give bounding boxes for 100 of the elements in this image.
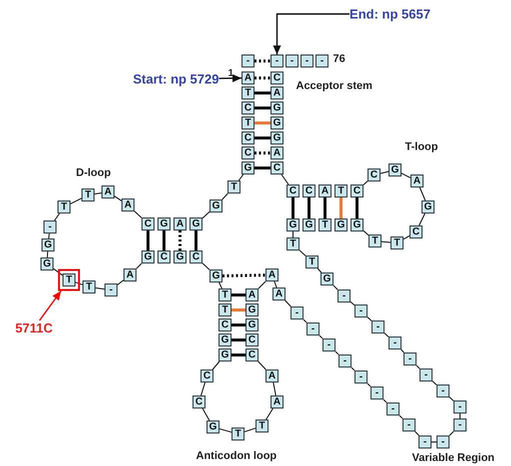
backbone-line (317, 268, 322, 273)
backbone-line (136, 263, 142, 269)
nucleotide-box: - (338, 290, 350, 302)
base-pair-line (194, 230, 198, 250)
nucleotide-box: T (318, 218, 332, 232)
nucleotide-box: G (286, 218, 300, 232)
backbone-line (244, 428, 256, 432)
backbone-line (363, 230, 369, 236)
backbone-line (351, 367, 355, 371)
backbone-line (212, 361, 220, 370)
nucleotide-box: - (354, 304, 368, 318)
nucleotide-box: - (454, 400, 466, 414)
arrow (219, 74, 242, 82)
nucleotide-box: A (272, 288, 286, 300)
nucleotide-box: - (316, 54, 328, 68)
nucleotide-box: T (82, 280, 96, 294)
nucleotide-box: A (270, 146, 284, 160)
nucleotide-box: C (410, 226, 422, 238)
backbone-line (218, 282, 222, 289)
backbone-line (238, 174, 244, 181)
backbone-line (274, 281, 278, 288)
nucleotide-box: G (206, 420, 220, 434)
nucleotide-box: - (44, 220, 56, 234)
nucleotide-box: - (454, 418, 466, 432)
backbone-line (418, 213, 426, 226)
nucleotide-box: G (350, 218, 364, 232)
backbone-line (400, 349, 404, 353)
base-pair-line (222, 274, 266, 278)
nucleotide-box: T (82, 188, 94, 202)
base-pair-line (232, 308, 246, 312)
nucleotide-box: A (270, 86, 284, 100)
nucleotide-box: A (270, 396, 284, 408)
mutation-label: 5711C (15, 320, 53, 336)
nucleotide-box: - (270, 54, 284, 68)
nucleotide-box: - (322, 338, 336, 352)
backbone-line (272, 382, 276, 396)
base-pair-line (254, 152, 270, 154)
nucleotide-box: A (124, 268, 136, 282)
nucleotide-box: G (158, 218, 170, 230)
nucleotide-box: - (306, 322, 320, 336)
nucleotide-box: C (302, 184, 316, 198)
nucleotide-box: C (286, 184, 300, 198)
nucleotide-box: C (350, 184, 364, 198)
nucleotide-box: T (390, 236, 404, 250)
backbone-line (303, 319, 307, 323)
nucleotide-box: G (174, 250, 186, 264)
nucleotide-box: G (246, 318, 258, 332)
base-pair-line (340, 198, 342, 218)
nucleotide-box: G (388, 164, 402, 176)
region-label: Acceptor stem (296, 80, 372, 92)
nucleotide-box: T (58, 200, 70, 214)
backbone-line (70, 198, 82, 204)
nucleotide-box: G (422, 200, 434, 214)
position-number: 76 (333, 53, 346, 65)
nucleotide-box: T (256, 420, 268, 432)
backbone-line (401, 172, 411, 178)
base-pair-line (254, 166, 270, 170)
backbone-line (117, 280, 124, 286)
nucleotide-box: G (218, 348, 232, 362)
backbone-line (292, 231, 294, 238)
backbone-line (383, 399, 387, 403)
nucleotide-box: G (40, 258, 54, 270)
backbone-line (266, 408, 274, 420)
nucleotide-box: C (270, 72, 284, 84)
nucleotide-box: C (246, 348, 258, 362)
backbone-line (363, 180, 368, 186)
nucleotide-box: T (62, 274, 76, 286)
nucleotide-box: - (436, 436, 450, 448)
base-pair-line (254, 136, 270, 140)
base-pair-line (146, 230, 150, 250)
nucleotide-box: G (210, 270, 222, 282)
region-label: D-loop (76, 167, 111, 179)
nucleotide-box: G (270, 102, 284, 114)
base-pair-line (308, 198, 310, 218)
base-pair-line (254, 76, 270, 80)
backbone-line (222, 193, 228, 200)
backbone-line (202, 211, 210, 219)
backbone-line (202, 262, 210, 270)
backbone-line (333, 285, 338, 290)
nucleotide-box: T (368, 234, 382, 248)
backbone-line (202, 408, 210, 421)
base-pair-line (254, 106, 270, 110)
backbone-line (48, 233, 50, 239)
nucleotide-box: C (368, 168, 380, 182)
backbone-line (46, 251, 48, 258)
nucleotide-box: A (266, 268, 278, 282)
nucleotide-box: G (302, 218, 316, 232)
nucleotide-box: G (142, 250, 154, 264)
nucleotide-box: - (300, 54, 314, 68)
nucleotide-box: A (410, 174, 424, 188)
backbone-line (54, 213, 60, 221)
nucleotide-box: T (218, 304, 232, 316)
nucleotide-box: C (242, 102, 254, 114)
backbone-line (281, 174, 289, 185)
nucleotide-box: - (286, 54, 298, 68)
nucleotide-box: T (218, 288, 232, 302)
backbone-line (284, 300, 292, 307)
backbone-line (449, 396, 454, 402)
base-pair-line (254, 92, 270, 94)
backbone-line (219, 428, 232, 433)
